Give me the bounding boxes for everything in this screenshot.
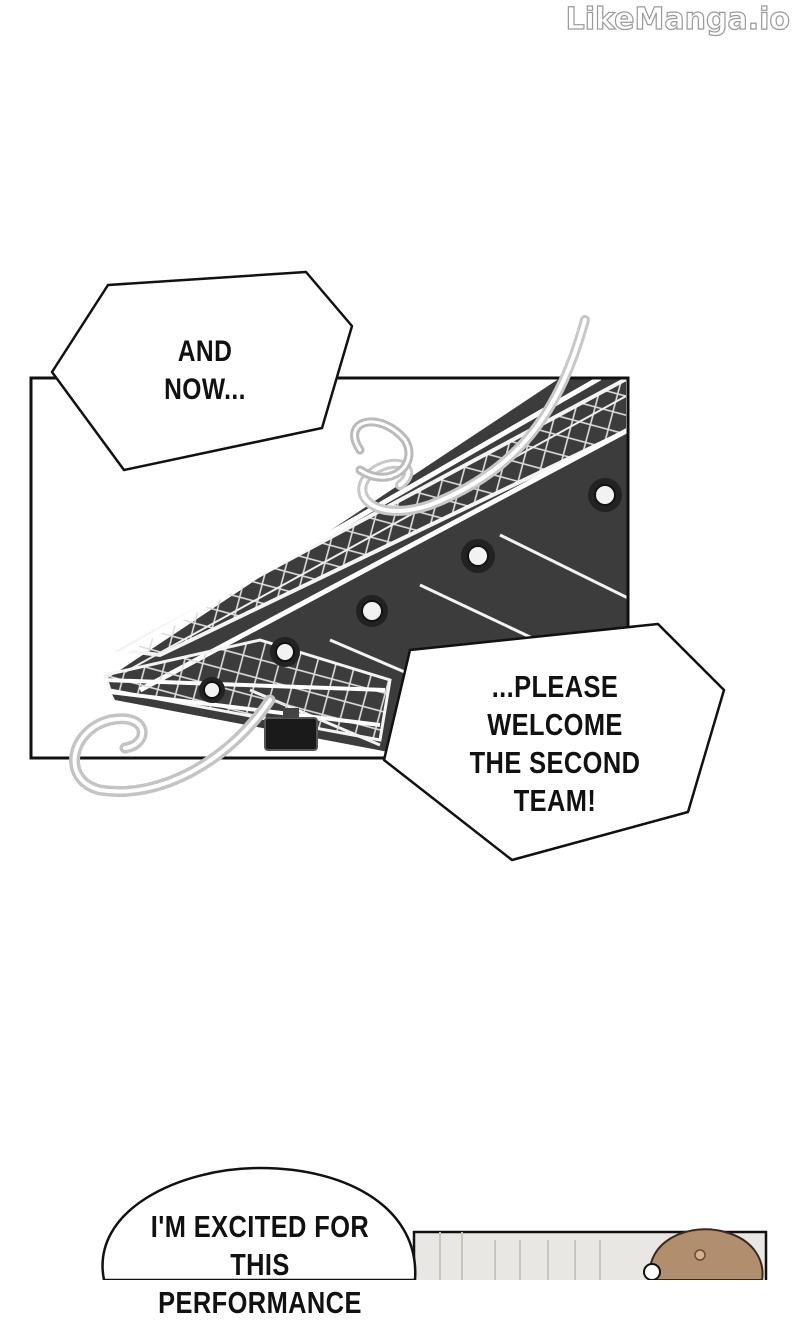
stage-light-icon [461, 539, 495, 573]
speech-line: THE SECOND [469, 745, 641, 780]
swirl-effects [69, 315, 590, 797]
character-eye [643, 1263, 661, 1280]
speech-text-top: AND NOW... [135, 333, 274, 409]
speech-line: THIS PERFORMANCE [158, 1247, 362, 1320]
stage-light-icon [356, 595, 388, 627]
speech-line: ...PLEASE [491, 669, 619, 704]
stage-light-icon [270, 637, 300, 667]
speaker-icon [264, 708, 318, 751]
speech-line: WELCOME [487, 707, 623, 742]
speech-text-bottom: ...PLEASE WELCOME THE SECOND TEAM! [453, 668, 658, 820]
speech-line: I'M EXCITED FOR [150, 1209, 370, 1244]
stage-light-icon [199, 677, 225, 703]
stage-light-icon [588, 478, 622, 512]
speech-line: NOW... [164, 373, 246, 406]
truss-lower [103, 638, 392, 742]
speech-bubble-panel-2 [101, 1166, 417, 1280]
watermark: LikeManga.io [565, 1, 791, 37]
speech-line: AND [177, 335, 233, 368]
speech-line: TEAM! [513, 783, 597, 818]
speech-text-panel-2: I'M EXCITED FOR THIS PERFORMANCE [137, 1208, 383, 1322]
character-hair [648, 1228, 764, 1280]
panel-2 [412, 1228, 768, 1280]
speech-bubble-bottom [382, 622, 726, 862]
comic-art [29, 270, 768, 1280]
speech-bubble-top [50, 270, 354, 472]
